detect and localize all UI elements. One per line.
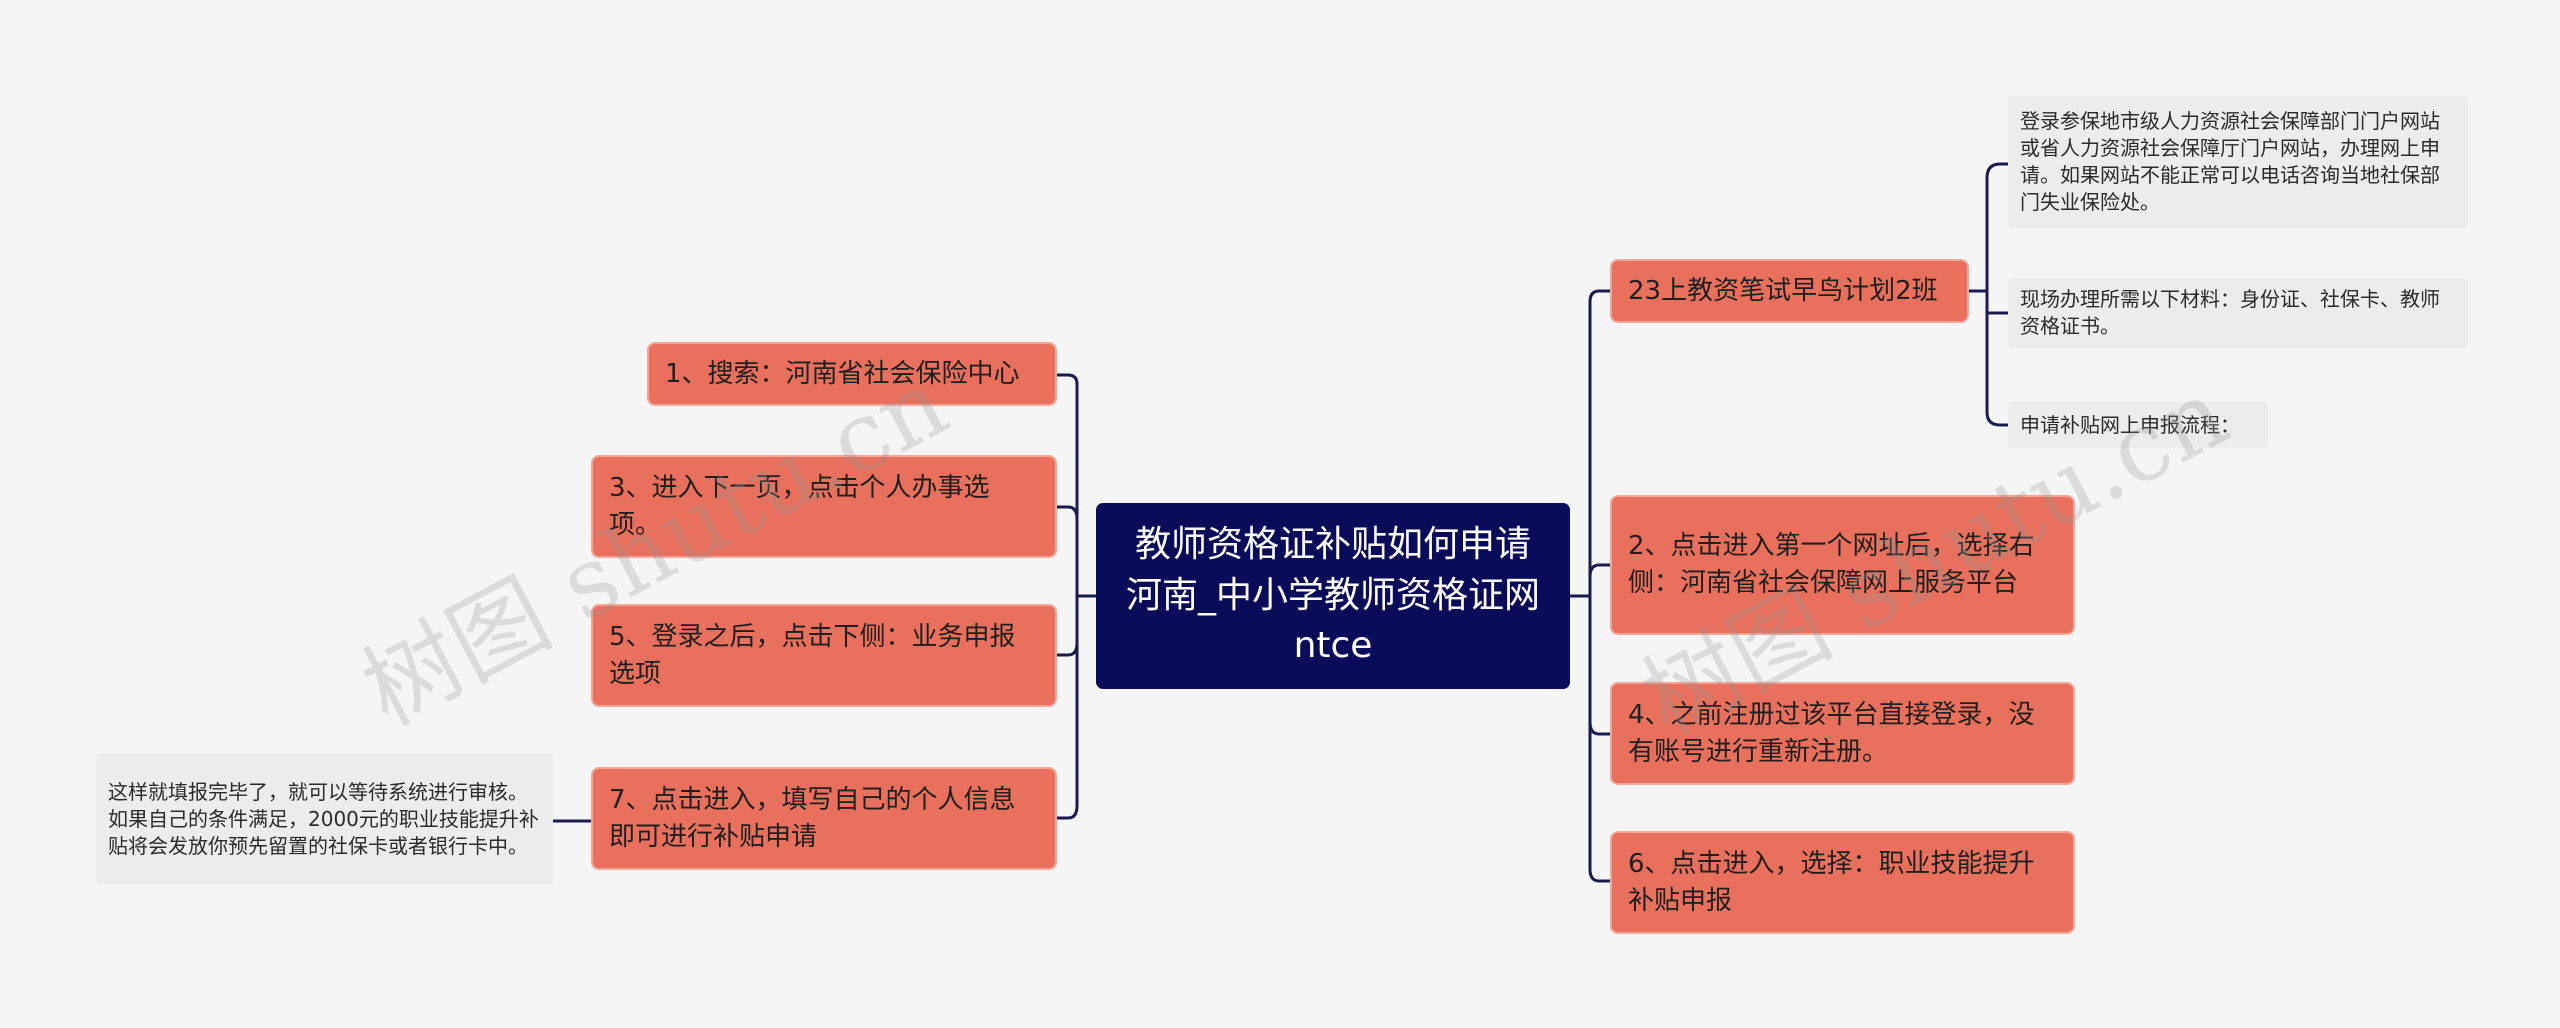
topic-right-3[interactable]: 4、之前注册过该平台直接登录，没有账号进行重新注册。 xyxy=(1610,682,2075,785)
topic-label: 7、点击进入，填写自己的个人信息即可进行补贴申请 xyxy=(609,784,1016,852)
note-label: 这样就填报完毕了，就可以等待系统进行审核。如果自己的条件满足，2000元的职业技… xyxy=(108,779,539,858)
connector-root-right-3 xyxy=(1588,596,1610,736)
topic-right-2[interactable]: 2、点击进入第一个网址后，选择右侧：河南省社会保障网上服务平台 xyxy=(1610,495,2075,635)
note-label: 申请补贴网上申报流程： xyxy=(2020,412,2240,437)
note-label: 登录参保地市级人力资源社会保障部门门户网站或省人力资源社会保障厅门户网站，办理网… xyxy=(2020,109,2440,214)
connector-root-left-3 xyxy=(1057,596,1079,657)
topic-left-4[interactable]: 7、点击进入，填写自己的个人信息即可进行补贴申请 xyxy=(591,767,1057,870)
note-right-1[interactable]: 登录参保地市级人力资源社会保障部门门户网站或省人力资源社会保障厅门户网站，办理网… xyxy=(2008,96,2468,228)
connector-root-left-2 xyxy=(1057,505,1079,596)
topic-left-1[interactable]: 1、搜索：河南省社会保险中心 xyxy=(647,342,1057,406)
topic-label: 2、点击进入第一个网址后，选择右侧：河南省社会保障网上服务平台 xyxy=(1628,531,2035,598)
topic-right-4[interactable]: 6、点击进入，选择：职业技能提升补贴申报 xyxy=(1610,831,2075,934)
connector-right-note-3 xyxy=(1985,291,2008,427)
connector-root-right-1 xyxy=(1570,289,1610,598)
connector-root-right-4 xyxy=(1588,596,1610,883)
topic-right-1[interactable]: 23上教资笔试早鸟计划2班 xyxy=(1610,259,1969,323)
connector-right-note-1 xyxy=(1969,162,2008,293)
topic-label: 3、进入下一页，点击个人办事选项。 xyxy=(609,472,990,540)
topic-left-3[interactable]: 5、登录之后，点击下侧：业务申报选项 xyxy=(591,604,1057,707)
connector-right-note-2 xyxy=(1985,291,2008,315)
connector-root-right-2 xyxy=(1588,563,1610,596)
topic-left-2[interactable]: 3、进入下一页，点击个人办事选项。 xyxy=(591,455,1057,558)
topic-label: 23上教资笔试早鸟计划2班 xyxy=(1628,275,1938,306)
note-right-3[interactable]: 申请补贴网上申报流程： xyxy=(2008,402,2268,448)
root-topic[interactable]: 教师资格证补贴如何申请河南_中小学教师资格证网ntce xyxy=(1096,503,1570,689)
topic-label: 5、登录之后，点击下侧：业务申报选项 xyxy=(609,621,1016,689)
topic-label: 1、搜索：河南省社会保险中心 xyxy=(665,358,1020,389)
topic-label: 6、点击进入，选择：职业技能提升补贴申报 xyxy=(1628,848,2035,916)
connector-root-left-4 xyxy=(1057,596,1079,820)
root-topic-label: 教师资格证补贴如何申请河南_中小学教师资格证网ntce xyxy=(1125,524,1540,667)
topic-label: 4、之前注册过该平台直接登录，没有账号进行重新注册。 xyxy=(1628,699,2035,767)
note-label: 现场办理所需以下材料：身份证、社保卡、教师资格证书。 xyxy=(2020,287,2440,338)
note-right-2[interactable]: 现场办理所需以下材料：身份证、社保卡、教师资格证书。 xyxy=(2008,278,2468,348)
note-left-1[interactable]: 这样就填报完毕了，就可以等待系统进行审核。如果自己的条件满足，2000元的职业技… xyxy=(96,754,553,884)
